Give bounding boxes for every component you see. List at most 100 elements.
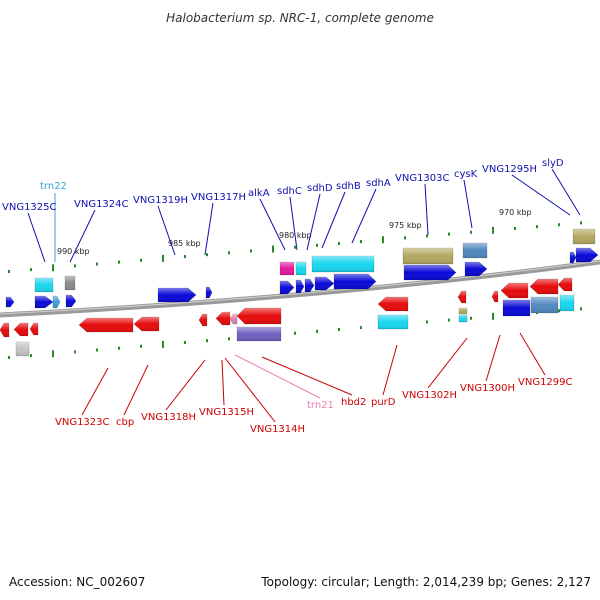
leader-line-VNG1303C	[424, 183, 429, 236]
gene-VNG1300H-shine	[501, 283, 528, 298]
reverse-gene-labels: VNG1323C cbp VNG1318H VNG1315H VNG1314H …	[55, 377, 573, 435]
upper-tick	[228, 251, 230, 255]
lower-tick	[162, 340, 164, 348]
label-cysK[interactable]: cysK	[454, 169, 478, 180]
gene-red-4-shine	[492, 291, 498, 302]
label-cbp[interactable]: cbp	[116, 417, 134, 428]
lower-tick	[448, 318, 450, 322]
lower-tick	[8, 356, 10, 359]
label-VNG1300H[interactable]: VNG1300H	[460, 383, 515, 394]
leader-line-sdhA	[351, 188, 377, 244]
label-alkA[interactable]: alkA	[248, 188, 270, 199]
leader-line-VNG1300H	[485, 334, 501, 382]
label-trn22[interactable]: trn22	[40, 181, 67, 192]
gene-slyD-khaki-shine	[573, 229, 595, 244]
gene-sdhC-shine	[296, 280, 304, 293]
label-sdhC[interactable]: sdhC	[277, 186, 302, 197]
scale-label-970kbp: 970 kbp	[499, 208, 532, 217]
lower-tick	[558, 309, 560, 313]
map-title: Halobacterium sp. NRC-1, complete genome	[166, 11, 434, 25]
accession-text: Accession: NC_002607	[9, 575, 145, 589]
upper-tick	[338, 241, 340, 245]
leader-line-VNG1317H	[204, 202, 214, 256]
gene-VNG1314H-purple-shine	[237, 327, 281, 341]
gene-trn21-shine	[230, 314, 237, 324]
label-leader-lines	[27, 168, 581, 423]
label-sdhB[interactable]: sdhB	[336, 181, 361, 192]
leader-line-cysK	[463, 179, 473, 229]
gene-sdhC-cyan-shine	[296, 262, 306, 275]
scale-label-990kbp: 990 kbp	[57, 247, 90, 256]
upper-tick	[162, 254, 164, 262]
gene-arrow-shine	[6, 297, 14, 307]
gene-steel-cyan-shine	[560, 295, 574, 311]
leader-line-VNG1302H	[427, 337, 468, 389]
gene-sdhD-shine	[305, 279, 314, 292]
lower-tick	[118, 346, 120, 350]
gene-VNG1317H-shine	[206, 287, 212, 298]
label-VNG1318H[interactable]: VNG1318H	[141, 412, 196, 423]
leader-line-cbp	[123, 364, 149, 416]
genome-info-text: Topology: circular; Length: 2,014,239 bp…	[260, 575, 591, 589]
label-purD[interactable]: purD	[371, 397, 396, 408]
label-VNG1299C[interactable]: VNG1299C	[518, 377, 573, 388]
label-VNG1323C[interactable]: VNG1323C	[55, 417, 110, 428]
upper-tick	[382, 236, 384, 244]
leader-line-VNG1315H	[221, 359, 225, 406]
gene-VNG1300H-blue-shine	[503, 300, 530, 316]
upper-tick	[294, 245, 296, 249]
gene-VNG1325C-shine	[35, 296, 53, 308]
label-VNG1319H[interactable]: VNG1319H	[133, 195, 188, 206]
lower-tick	[140, 344, 142, 348]
leader-line-alkA	[259, 198, 286, 251]
leader-line-hbd2	[261, 356, 353, 396]
lower-tick	[580, 307, 582, 311]
label-trn21[interactable]: trn21	[307, 400, 334, 411]
label-VNG1303C[interactable]: VNG1303C	[395, 173, 450, 184]
label-VNG1314H[interactable]: VNG1314H	[250, 424, 305, 435]
leader-line-VNG1318H	[165, 359, 206, 411]
lower-tick	[470, 316, 472, 320]
label-VNG1325C[interactable]: VNG1325C	[2, 202, 57, 213]
upper-tick	[272, 245, 274, 253]
gene-alkA-magenta-shine	[280, 262, 294, 275]
upper-tick	[470, 230, 472, 234]
gene-VNG1323C-shine	[79, 318, 133, 332]
upper-tick	[184, 255, 186, 259]
leader-line-VNG1324C	[69, 209, 96, 263]
gene-cysK-shine	[465, 262, 487, 276]
leader-line-VNG1325C	[27, 212, 46, 263]
leader-line-sdhC	[289, 196, 298, 251]
leader-line-trn21	[234, 354, 321, 399]
upper-tick	[448, 232, 450, 236]
lower-tick	[228, 337, 230, 341]
lower-tick	[184, 341, 186, 345]
upper-tick	[74, 264, 76, 268]
upper-tick	[30, 268, 32, 272]
label-VNG1317H[interactable]: VNG1317H	[191, 192, 246, 203]
gene-VNG1315H-shine	[216, 312, 230, 325]
upper-tick	[118, 260, 120, 264]
gene-VNG1303C-shine	[404, 265, 456, 280]
label-VNG1315H[interactable]: VNG1315H	[199, 407, 254, 418]
label-hbd2[interactable]: hbd2	[341, 397, 366, 408]
leader-line-sdhB	[321, 191, 346, 249]
label-slyD[interactable]: slyD	[542, 158, 564, 169]
upper-tick	[206, 253, 208, 257]
upper-tick	[316, 243, 318, 247]
leader-line-sdhD	[306, 193, 321, 251]
upper-tick	[492, 226, 494, 234]
label-VNG1324C[interactable]: VNG1324C	[74, 199, 129, 210]
upper-tick	[426, 234, 428, 238]
gene-cysK-steel-shine	[463, 243, 487, 258]
lower-tick	[360, 326, 362, 330]
lower-tick	[294, 331, 296, 335]
label-VNG1302H[interactable]: VNG1302H	[402, 390, 457, 401]
gene-slyD-shine	[576, 248, 598, 262]
label-VNG1295H[interactable]: VNG1295H	[482, 164, 537, 175]
label-sdhA[interactable]: sdhA	[366, 178, 391, 189]
gene-VNG1319H-shine	[158, 288, 196, 302]
upper-tick	[96, 262, 98, 266]
label-sdhD[interactable]: sdhD	[307, 183, 333, 194]
lower-tick	[338, 327, 340, 331]
